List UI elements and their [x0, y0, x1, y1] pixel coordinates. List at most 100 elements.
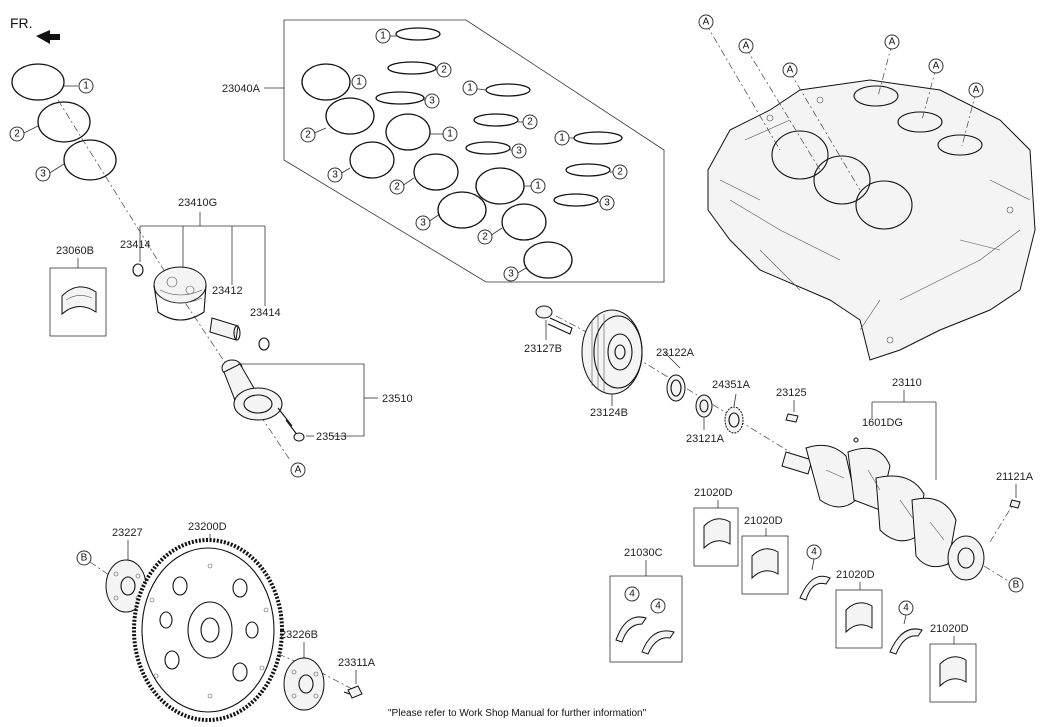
pulley-bolt [535, 305, 573, 335]
snap-ring-left [132, 263, 144, 277]
footer-note: "Please refer to Work Shop Manual for fu… [388, 708, 647, 719]
svg-text:3: 3 [429, 96, 435, 107]
svg-text:A: A [933, 61, 940, 72]
svg-text:2: 2 [527, 117, 533, 128]
svg-text:3: 3 [332, 170, 338, 181]
timing-sprocket-ring [695, 394, 713, 418]
svg-text:2: 2 [617, 167, 623, 178]
svg-text:4: 4 [629, 589, 635, 600]
svg-text:A: A [973, 85, 980, 96]
label-21030C: 21030C [624, 547, 663, 559]
callout-1: 1 [78, 78, 94, 94]
adapter-plate [105, 559, 147, 613]
svg-text:3: 3 [40, 169, 46, 180]
fr-label: FR. [10, 15, 33, 31]
svg-text:2: 2 [14, 129, 20, 140]
callout-3: 3 [35, 166, 51, 182]
svg-text:A: A [295, 465, 302, 476]
svg-text:3: 3 [508, 269, 514, 280]
svg-text:B: B [81, 553, 88, 564]
svg-text:A: A [743, 41, 750, 52]
thrust-washer-box-21030C [609, 575, 683, 663]
label-23414-b: 23414 [250, 307, 281, 319]
label-21121A: 21121A [996, 471, 1034, 483]
main-bearing-1 [703, 518, 731, 550]
main-bearing-2 [751, 548, 779, 580]
svg-text:4: 4 [903, 603, 909, 614]
main-bearing-4 [939, 656, 967, 688]
thrust-washer-3 [615, 616, 647, 643]
svg-text:B: B [1013, 580, 1020, 591]
svg-text:A: A [703, 17, 710, 28]
connecting-rod [221, 359, 293, 427]
callout-A-block-3: A [782, 62, 798, 78]
label-23227: 23227 [112, 527, 143, 539]
ring-set-box-23040A [283, 19, 665, 283]
svg-text:1: 1 [535, 181, 541, 192]
label-23060B: 23060B [56, 245, 94, 257]
thrust-washer-2 [889, 628, 923, 655]
label-23226B: 23226B [280, 629, 318, 641]
svg-text:2: 2 [441, 65, 447, 76]
thrust-washer-4 [641, 630, 675, 655]
callout-A-block-5: A [928, 58, 944, 74]
callout-A-rod: A [290, 462, 306, 478]
callout-A-block-2: A [738, 38, 754, 54]
svg-text:1: 1 [447, 129, 453, 140]
svg-text:1: 1 [467, 83, 473, 94]
main-bearing-3 [845, 602, 873, 634]
label-23110: 23110 [892, 377, 922, 389]
label-23040A: 23040A [222, 83, 261, 95]
label-23513: 23513 [316, 431, 347, 443]
callout-A-block-6: A [968, 82, 984, 98]
svg-text:3: 3 [420, 218, 426, 229]
thrust-washer-1 [799, 575, 831, 601]
callout-A-block-4: A [884, 34, 900, 50]
label-24351A: 24351A [712, 379, 751, 391]
label-23311A: 23311A [338, 657, 376, 669]
crank-sprocket [724, 406, 744, 434]
callout-4-b: 4 [898, 600, 914, 616]
label-23414-a: 23414 [120, 239, 151, 251]
drive-plate-flywheel [132, 538, 284, 722]
label-21020D-2: 21020D [744, 515, 783, 527]
label-23410G: 23410G [178, 197, 217, 209]
pilot-bushing [1009, 499, 1021, 509]
label-21020D-3: 21020D [836, 569, 875, 581]
callout-A-block-1: A [698, 14, 714, 30]
svg-text:3: 3 [604, 198, 610, 209]
label-23127B: 23127B [524, 343, 562, 355]
snap-ring-right [258, 337, 270, 351]
ring-set-23040A [301, 27, 623, 279]
svg-text:3: 3 [516, 146, 522, 157]
bearing-box-23060B [49, 267, 107, 337]
damper-pulley [581, 309, 643, 395]
label-23200D: 23200D [188, 521, 227, 533]
svg-text:A: A [889, 37, 896, 48]
callout-4-d: 4 [650, 598, 666, 614]
ring-set-callouts: 1 1 2 3 2 3 1 2 3 1 2 3 1 2 3 1 2 3 [300, 28, 628, 282]
piston-pin [209, 317, 241, 341]
label-21020D-4: 21020D [930, 623, 969, 635]
label-23122A: 23122A [656, 347, 695, 359]
svg-text:4: 4 [811, 547, 817, 558]
svg-text:1: 1 [380, 31, 386, 42]
svg-text:2: 2 [482, 232, 488, 243]
svg-text:1: 1 [356, 77, 362, 88]
crankshaft [781, 444, 985, 581]
svg-text:1: 1 [559, 133, 565, 144]
reinforcement-plate [283, 657, 325, 711]
svg-text:1: 1 [83, 81, 89, 92]
label-23124B: 23124B [590, 407, 628, 419]
label-23510: 23510 [382, 393, 413, 405]
svg-text:4: 4 [655, 601, 661, 612]
label-23412: 23412 [212, 285, 243, 297]
label-23121A: 23121A [686, 433, 725, 445]
cylinder-block [707, 79, 1036, 361]
piston [153, 266, 207, 321]
flywheel-bolt [343, 685, 363, 699]
con-rod-bearing [61, 286, 97, 316]
callout-B-flywheel: B [76, 550, 92, 566]
